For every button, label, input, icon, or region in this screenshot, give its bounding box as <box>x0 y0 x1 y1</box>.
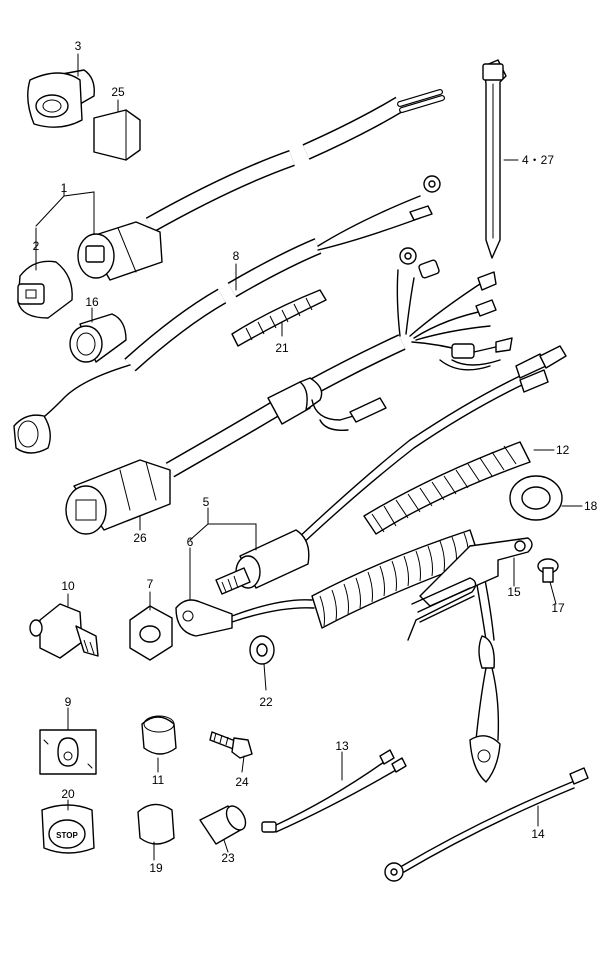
callout-16: 16 <box>85 295 99 309</box>
part-23-sleeve <box>199 805 247 845</box>
part-7-nut <box>129 605 173 661</box>
callout-18: 18 <box>584 499 598 513</box>
callout-17: 17 <box>551 601 565 615</box>
callout-19: 19 <box>149 861 163 875</box>
callout-2: 2 <box>33 239 40 253</box>
callout-7: 7 <box>147 577 154 591</box>
part-5-stop-switch <box>215 345 567 595</box>
callout-23: 23 <box>221 851 235 865</box>
part-16-grommet <box>69 313 127 363</box>
callout-25: 25 <box>111 85 125 99</box>
part-26-main-harness <box>65 334 406 535</box>
part-22-washer <box>249 635 275 665</box>
main-harness-upper <box>145 89 445 233</box>
part-2-connector-cover <box>17 260 73 319</box>
part-12-corrugated-tube <box>363 441 531 535</box>
part-15-clip <box>407 537 533 641</box>
part-11-cap <box>141 715 177 755</box>
leader-lines <box>35 53 583 861</box>
stop-label: STOP <box>56 831 78 840</box>
callout-5: 5 <box>203 495 210 509</box>
callout-11: 11 <box>152 773 165 787</box>
part-13-wires <box>261 749 407 833</box>
part-17-screw <box>537 558 559 583</box>
callout-15: 15 <box>507 585 521 599</box>
callout-20: 20 <box>61 787 75 801</box>
part-10-sensor <box>29 603 99 659</box>
part-8-harness <box>13 175 441 454</box>
callout-12: 12 <box>556 443 570 457</box>
part-19-cap <box>137 803 175 845</box>
part-4-27-cable-tie <box>482 59 507 259</box>
callout-26: 26 <box>133 531 147 545</box>
callout-22: 22 <box>259 695 273 709</box>
upper-branch-wires <box>396 247 513 371</box>
callout-1: 1 <box>61 181 68 195</box>
part-25-cap <box>93 109 141 161</box>
part-6-terminal <box>175 599 315 637</box>
part-21-corrugated-tube <box>231 289 327 347</box>
callout-24: 24 <box>235 775 249 789</box>
part-1-connector <box>77 221 163 281</box>
part-3-grommet <box>27 69 95 128</box>
callout-21: 21 <box>275 341 289 355</box>
callout-14: 14 <box>531 827 545 841</box>
callout-8: 8 <box>233 249 240 263</box>
callout-6: 6 <box>187 535 194 549</box>
callout-labels: 3 25 4・27 1 2 16 8 21 12 18 5 26 6 7 10 … <box>33 39 598 875</box>
callout-10: 10 <box>61 579 75 593</box>
callout-9: 9 <box>65 695 72 709</box>
part-20-stop-plate: STOP <box>41 804 95 854</box>
callout-13: 13 <box>335 739 349 753</box>
callout-4-27: 4・27 <box>522 153 554 167</box>
callout-3: 3 <box>75 39 82 53</box>
part-24-bolt <box>209 731 253 759</box>
part-9-switch-plate <box>39 729 97 775</box>
part-18-ring-grommet <box>509 475 563 521</box>
part-14-ground-wire <box>384 767 589 882</box>
coil-cord <box>311 529 501 783</box>
